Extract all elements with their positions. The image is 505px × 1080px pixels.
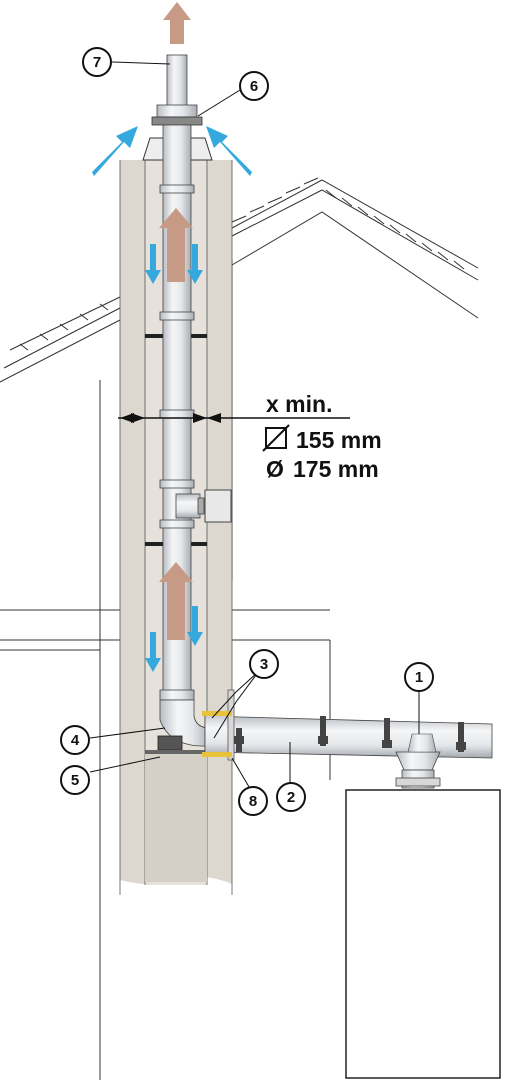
square-size-icon — [262, 424, 290, 452]
svg-text:5: 5 — [71, 772, 79, 789]
boiler-unit — [345, 789, 501, 1079]
svg-text:6: 6 — [250, 78, 258, 95]
callout-4: 4 — [60, 725, 90, 755]
air-intake-arrow — [206, 126, 252, 176]
svg-text:7: 7 — [93, 54, 101, 71]
flue-gas-arrow — [159, 562, 193, 640]
inspection-door — [204, 489, 232, 523]
callouts: 7 6 3 1 4 5 2 8 — [60, 47, 434, 816]
callout-3: 3 — [249, 649, 279, 679]
round-size-symbol: Ø — [266, 456, 284, 482]
round-size-value: 175 mm — [293, 456, 379, 482]
square-size-value: 155 mm — [296, 427, 382, 453]
svg-text:4: 4 — [71, 732, 80, 749]
svg-text:3: 3 — [260, 656, 268, 673]
flue-gas-arrow — [159, 208, 193, 282]
callout-6: 6 — [239, 71, 269, 101]
svg-text:8: 8 — [249, 793, 257, 810]
dimension-x-min: x min. 155 mm Ø 175 mm — [118, 391, 382, 482]
horizontal-connection-pipe — [202, 689, 493, 789]
flue-gas-arrow — [163, 2, 191, 44]
air-intake-arrow — [92, 126, 138, 176]
callout-1: 1 — [404, 662, 434, 692]
svg-text:1: 1 — [415, 669, 423, 686]
air-intake-arrow — [187, 244, 203, 284]
leader-lines — [89, 61, 420, 793]
air-intake-arrow — [187, 606, 203, 646]
support-elbow — [145, 699, 211, 754]
air-intake-arrow — [145, 244, 161, 284]
air-intake-arrow — [145, 632, 161, 672]
callout-2: 2 — [276, 782, 306, 812]
dimension-label: x min. — [266, 391, 332, 417]
callout-7: 7 — [82, 47, 112, 77]
flue-gas-arrows — [159, 2, 193, 640]
callout-5: 5 — [60, 765, 90, 795]
callout-8: 8 — [238, 786, 268, 816]
air-intake-arrows — [92, 126, 252, 672]
svg-text:2: 2 — [287, 789, 295, 806]
